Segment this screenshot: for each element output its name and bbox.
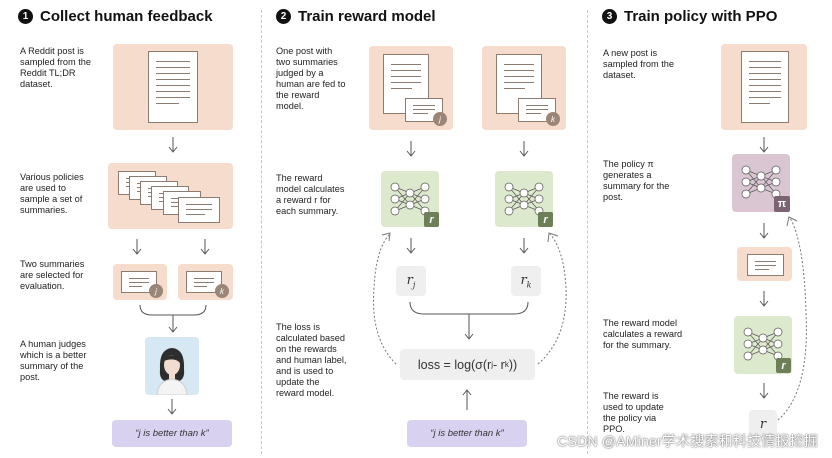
policy-pi-badge: π xyxy=(774,196,790,212)
section-2-title: 2 Train reward model xyxy=(276,8,436,25)
merge-bracket xyxy=(409,302,529,340)
reward-model-j-box: r xyxy=(381,171,439,227)
summary-k-badge: k xyxy=(215,284,229,298)
human-label-quote: “j is better than k” xyxy=(112,420,232,447)
reward-k-box: rk xyxy=(511,266,541,296)
reward-k-label: rk xyxy=(520,273,531,290)
ppo-reward-model-box: r xyxy=(734,316,792,374)
human-icon xyxy=(156,348,188,396)
desc-reward-calc: The reward model calculates a reward r f… xyxy=(276,173,345,216)
new-post-box xyxy=(721,44,807,130)
summary-icon xyxy=(121,271,157,293)
reddit-post-box xyxy=(113,44,233,130)
summary-icon xyxy=(518,98,556,122)
loss-sub-k: k xyxy=(504,360,509,369)
desc-various-policies: Various policies are used to sample a se… xyxy=(20,172,84,215)
section-title-text: Train reward model xyxy=(298,8,436,25)
arrow-down-icon xyxy=(406,141,416,157)
merge-bracket xyxy=(139,305,207,333)
loss-prefix: loss = log(σ(r xyxy=(417,357,492,372)
watermark-text: CSDN @AMiner学术搜索和科技情报挖掘 xyxy=(557,433,818,449)
arrow-up-icon xyxy=(462,389,472,410)
human-judge-box xyxy=(145,337,199,396)
summary-j-badge: j xyxy=(149,284,163,298)
section-divider xyxy=(587,10,588,454)
post-summary-j-box: j xyxy=(369,46,453,130)
reward-model-k-box: r xyxy=(495,171,553,227)
neural-network-icon xyxy=(743,327,783,361)
reward-k-sub: k xyxy=(526,280,532,290)
desc-policy-generates: The policy π generates a summary for the… xyxy=(603,159,670,202)
policy-model-box: π xyxy=(732,154,790,212)
arrow-down-icon xyxy=(200,239,210,255)
summary-j-box: j xyxy=(113,264,167,300)
section-divider xyxy=(261,10,262,454)
reward-k-base: r xyxy=(520,272,527,288)
generated-summary-box xyxy=(737,247,792,281)
reward-badge: r xyxy=(776,358,791,373)
summary-icon xyxy=(747,254,784,276)
summary-k-badge: k xyxy=(546,112,560,126)
arrow-down-icon xyxy=(759,137,769,153)
desc-reward-update: The reward is used to update the policy … xyxy=(603,391,664,434)
summary-icon xyxy=(178,197,220,223)
desc-human-judges: A human judges which is a better summary… xyxy=(20,339,87,382)
feedback-dashed-arrow xyxy=(373,232,397,365)
reward-j-base: r xyxy=(406,272,413,288)
section-1-title: 1 Collect human feedback xyxy=(18,8,213,25)
feedback-dashed-arrow xyxy=(537,232,567,365)
section-3-title: 3 Train policy with PPO xyxy=(602,8,777,25)
arrow-down-icon xyxy=(167,399,177,415)
section-title-text: Collect human feedback xyxy=(40,8,213,25)
document-icon xyxy=(148,51,198,123)
policy-summaries-box xyxy=(108,163,233,229)
arrow-down-icon xyxy=(406,238,416,254)
arrow-down-icon xyxy=(519,141,529,157)
arrow-down-icon xyxy=(759,291,769,307)
desc-loss: The loss is calculated based on the rewa… xyxy=(276,322,347,398)
summary-k-box: k xyxy=(178,264,233,300)
section-number: 1 xyxy=(18,9,33,24)
loss-sub-j: j xyxy=(491,360,493,369)
reward-badge: r xyxy=(424,212,439,227)
human-label-quote: “j is better than k” xyxy=(407,420,527,447)
arrow-down-icon xyxy=(168,137,178,153)
summary-icon xyxy=(186,271,222,293)
loss-mid: - r xyxy=(493,357,505,372)
desc-two-summaries: Two summaries are selected for evaluatio… xyxy=(20,259,85,291)
desc-sample-post: A Reddit post is sampled from the Reddit… xyxy=(20,46,91,89)
desc-fed-to-reward-model: One post with two summaries judged by a … xyxy=(276,46,346,111)
arrow-down-icon xyxy=(759,383,769,399)
section-number: 2 xyxy=(276,9,291,24)
reward-j-label: rj xyxy=(407,273,416,290)
section-number: 3 xyxy=(602,9,617,24)
ppo-reward-box: r xyxy=(749,410,777,438)
desc-new-post: A new post is sampled from the dataset. xyxy=(603,48,674,80)
desc-reward-model-calc: The reward model calculates a reward for… xyxy=(603,318,683,350)
reward-j-sub: j xyxy=(412,280,416,290)
arrow-down-icon xyxy=(519,238,529,254)
post-summary-k-box: k xyxy=(482,46,566,130)
loss-suffix: )) xyxy=(508,357,518,372)
summary-icon xyxy=(405,98,443,122)
arrow-down-icon xyxy=(759,223,769,239)
document-icon xyxy=(741,51,789,123)
arrow-down-icon xyxy=(132,239,142,255)
feedback-dashed-arrow xyxy=(777,216,807,421)
ppo-reward-label: r xyxy=(759,416,767,432)
summary-j-badge: j xyxy=(433,112,447,126)
section-title-text: Train policy with PPO xyxy=(624,8,778,25)
reward-j-box: rj xyxy=(396,266,426,296)
reward-badge: r xyxy=(538,212,553,227)
